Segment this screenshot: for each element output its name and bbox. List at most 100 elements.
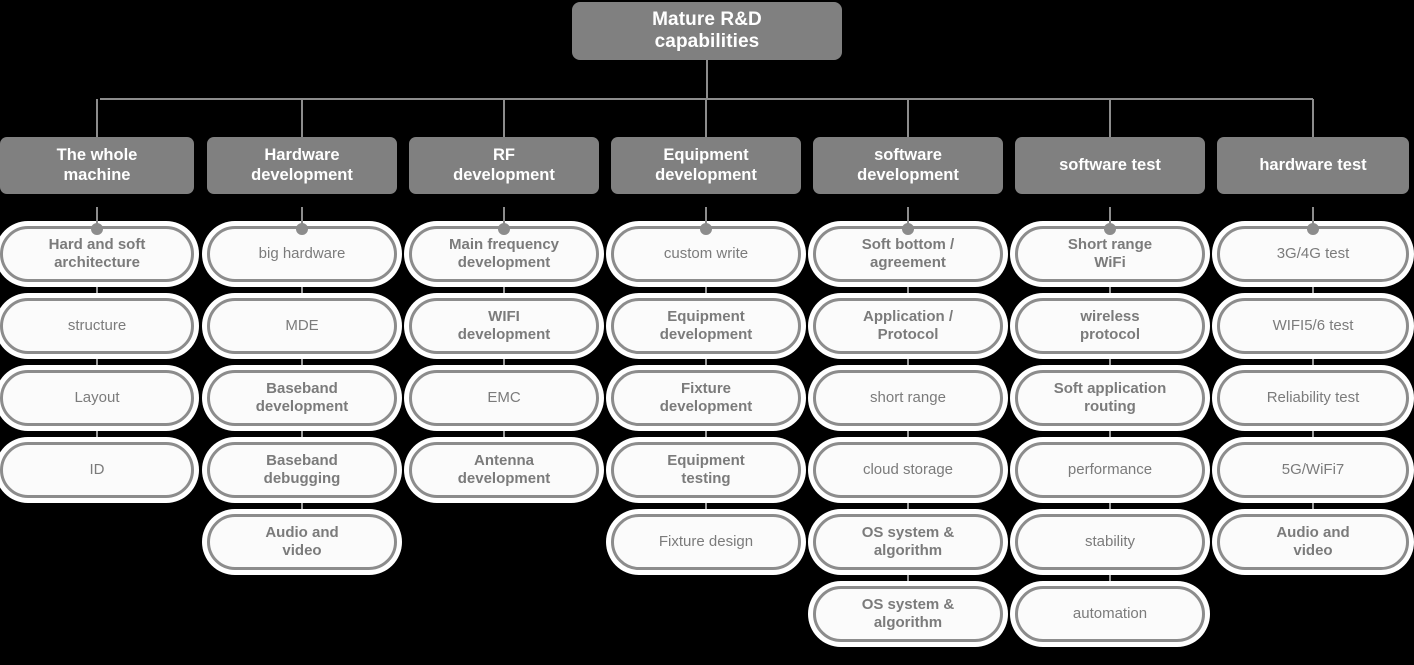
leaf-node-label: MDE	[285, 317, 319, 335]
leaf-node[interactable]: EMC	[409, 370, 599, 426]
leaf-node[interactable]: Reliability test	[1217, 370, 1409, 426]
leaf-node[interactable]: custom write	[611, 207, 801, 282]
leaf-node-label: short range	[870, 389, 946, 407]
column-header-label: RF development	[453, 145, 555, 184]
leaf-node[interactable]: Equipment testing	[611, 442, 801, 498]
leaf-node[interactable]: short range	[813, 370, 1003, 426]
column-spine	[96, 226, 98, 484]
root-connector-stem	[706, 60, 708, 99]
connector-dot-icon	[1104, 223, 1116, 235]
leaf-node[interactable]: ID	[0, 442, 194, 498]
leaf-node[interactable]: Audio and video	[1217, 514, 1409, 570]
column-spine	[907, 226, 909, 628]
column-header-5[interactable]: software development	[813, 137, 1003, 194]
header-to-item-stem	[705, 207, 707, 229]
leaf-node-label: Soft bottom / agreement	[861, 236, 955, 271]
leaf-node[interactable]: 3G/4G test	[1217, 207, 1409, 282]
column-header-7[interactable]: hardware test	[1217, 137, 1409, 194]
leaf-node[interactable]: Antenna development	[409, 442, 599, 498]
connector-dot-icon	[700, 223, 712, 235]
column-header-1[interactable]: The whole machine	[0, 137, 194, 194]
leaf-node[interactable]: Soft application routing	[1015, 370, 1205, 426]
leaf-node-label: 5G/WiFi7	[1281, 461, 1345, 479]
leaf-node-label: Main frequency development	[448, 236, 560, 271]
leaf-node-label: WIFI development	[457, 308, 551, 343]
header-to-item-stem	[301, 207, 303, 229]
column-header-4[interactable]: Equipment development	[611, 137, 801, 194]
leaf-node[interactable]: Hard and soft architecture	[0, 207, 194, 282]
root-node[interactable]: Mature R&D capabilities	[572, 2, 842, 60]
leaf-node-label: Fixture design	[658, 533, 754, 551]
leaf-node[interactable]: Audio and video	[207, 514, 397, 570]
leaf-node[interactable]: structure	[0, 298, 194, 354]
connector-dot-icon	[91, 223, 103, 235]
leaf-node-label: performance	[1067, 461, 1153, 479]
column-connector-1	[96, 99, 98, 137]
leaf-node[interactable]: automation	[1015, 586, 1205, 642]
leaf-node[interactable]: Baseband development	[207, 370, 397, 426]
connector-dot-icon	[296, 223, 308, 235]
leaf-node[interactable]: Application / Protocol	[813, 298, 1003, 354]
leaf-node[interactable]: cloud storage	[813, 442, 1003, 498]
leaf-node[interactable]: Main frequency development	[409, 207, 599, 282]
leaf-node[interactable]: MDE	[207, 298, 397, 354]
leaf-node-label: stability	[1084, 533, 1136, 551]
leaf-node-label: custom write	[663, 245, 749, 263]
column-header-2[interactable]: Hardware development	[207, 137, 397, 194]
leaf-node[interactable]: Equipment development	[611, 298, 801, 354]
leaf-node-label: Baseband debugging	[263, 452, 341, 487]
leaf-node[interactable]: WIFI5/6 test	[1217, 298, 1409, 354]
leaf-node-label: OS system & algorithm	[861, 524, 955, 559]
connector-dot-icon	[902, 223, 914, 235]
column-spine	[1109, 226, 1111, 628]
column-header-3[interactable]: RF development	[409, 137, 599, 194]
leaf-node-label: 3G/4G test	[1276, 245, 1350, 263]
leaf-node[interactable]: Baseband debugging	[207, 442, 397, 498]
leaf-node[interactable]: big hardware	[207, 207, 397, 282]
column-connector-2	[301, 99, 303, 137]
leaf-node[interactable]: wireless protocol	[1015, 298, 1205, 354]
column-header-label: The whole machine	[56, 145, 138, 184]
header-to-item-stem	[96, 207, 98, 229]
leaf-node[interactable]: Fixture design	[611, 514, 801, 570]
leaf-node-label: Fixture development	[659, 380, 753, 415]
leaf-node[interactable]: performance	[1015, 442, 1205, 498]
leaf-node[interactable]: Soft bottom / agreement	[813, 207, 1003, 282]
leaf-node[interactable]: WIFI development	[409, 298, 599, 354]
leaf-node-label: Baseband development	[255, 380, 349, 415]
leaf-node-label: wireless protocol	[1080, 308, 1140, 343]
leaf-node-label: Application / Protocol	[863, 308, 953, 343]
leaf-node[interactable]: Fixture development	[611, 370, 801, 426]
column-spine	[503, 226, 505, 484]
column-connector-5	[907, 99, 909, 137]
leaf-node[interactable]: Layout	[0, 370, 194, 426]
column-connector-7	[1312, 99, 1314, 137]
leaf-node-label: structure	[67, 317, 127, 335]
header-to-item-stem	[1109, 207, 1111, 229]
header-to-item-stem	[907, 207, 909, 229]
column-header-label: software test	[1059, 155, 1161, 174]
column-connector-3	[503, 99, 505, 137]
leaf-node[interactable]: stability	[1015, 514, 1205, 570]
leaf-node-label: Hard and soft architecture	[48, 236, 146, 271]
leaf-node-label: Audio and video	[265, 524, 339, 559]
leaf-node[interactable]: OS system & algorithm	[813, 514, 1003, 570]
leaf-node-label: Soft application routing	[1053, 380, 1167, 415]
leaf-node[interactable]: Short range WiFi	[1015, 207, 1205, 282]
leaf-node[interactable]: 5G/WiFi7	[1217, 442, 1409, 498]
leaf-node[interactable]: OS system & algorithm	[813, 586, 1003, 642]
header-to-item-stem	[1312, 207, 1314, 229]
leaf-node-label: ID	[89, 461, 105, 479]
column-header-label: software development	[857, 145, 959, 184]
leaf-node-label: OS system & algorithm	[861, 596, 955, 631]
column-header-6[interactable]: software test	[1015, 137, 1205, 194]
connector-dot-icon	[1307, 223, 1319, 235]
leaf-node-label: Antenna development	[457, 452, 551, 487]
